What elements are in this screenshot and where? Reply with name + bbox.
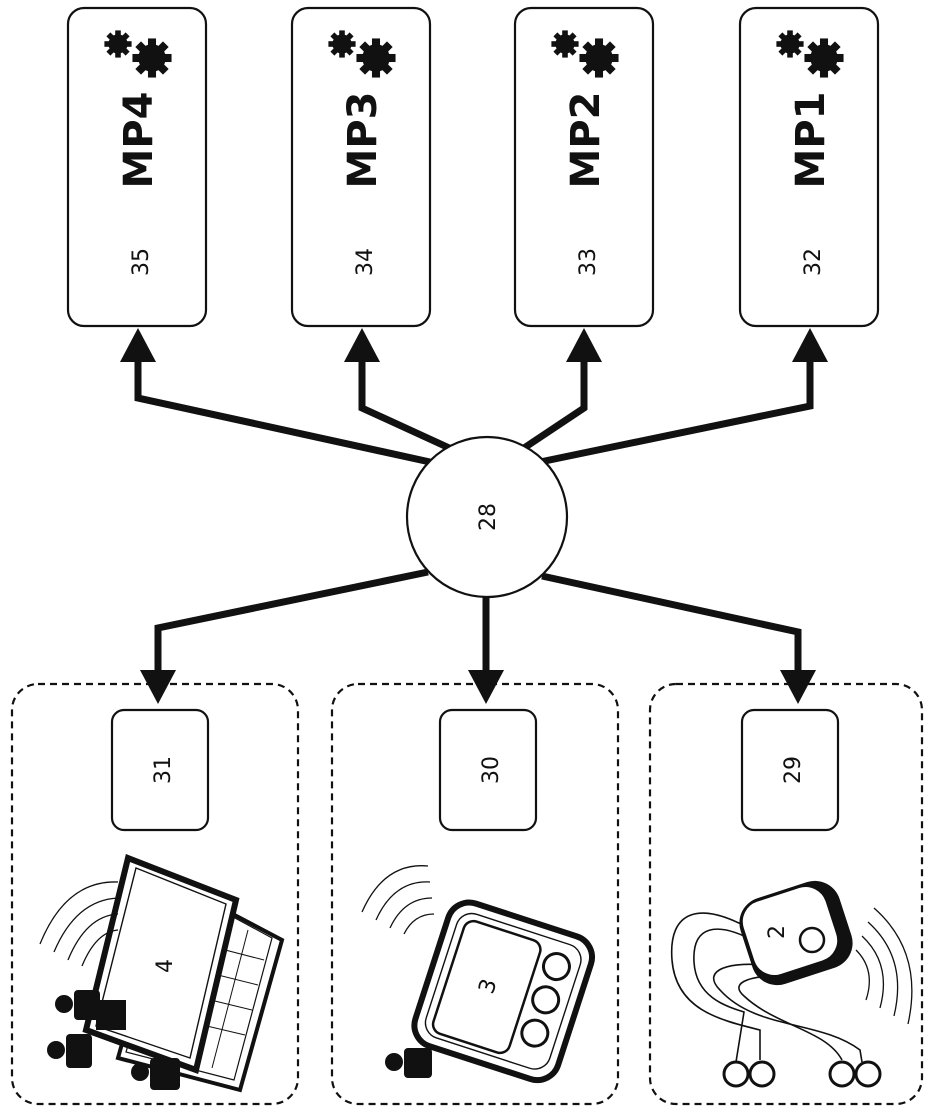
arrowhead [566,328,602,362]
hub-label: 28 [476,503,501,531]
arrow-to-mp4 [134,360,431,466]
device-label: 2 [765,925,790,939]
sensor-electrode-icon: 2 [670,880,882,1088]
arrow-to-31 [154,568,429,672]
handheld-device-icon: 3 [411,899,595,1084]
arrow-to-mp3 [358,360,460,456]
hub-to-group-arrows [140,568,816,704]
arrowhead [468,670,504,704]
arrowhead [140,670,176,704]
module-box-mp2: MP2 33 [513,6,655,328]
group-border [330,682,620,1106]
box-label: 29 [781,756,806,784]
group-border [10,682,300,1106]
arrowhead [792,328,828,362]
hub-node: 28 [405,435,569,599]
arrow-to-mp2 [516,360,588,455]
group-border [648,682,924,1106]
wireless-waves [39,881,119,967]
person-icon [385,1048,432,1078]
people-icon [47,990,180,1090]
module-box-mp4: MP4 35 [66,6,208,328]
module-ref: 33 [576,248,601,276]
module-ref: 34 [353,248,378,276]
arrow-to-mp1 [539,360,814,466]
module-ref: 35 [129,248,154,276]
group-31: 31 4 [10,682,300,1106]
module-ref: 32 [801,248,826,276]
module-name: MP2 [563,92,609,189]
laptop-icon: 4 [82,853,285,1093]
hub-to-module-arrows [120,328,828,466]
device-box [740,708,840,832]
module-name: MP3 [340,92,386,189]
device-box [110,708,210,832]
group-30: 30 3 [330,682,620,1106]
arrowhead [780,670,816,704]
arrowhead [120,328,156,362]
arrow-to-29 [541,572,802,672]
device-box [438,708,538,832]
module-name: MP1 [788,92,834,189]
device-label: 4 [153,959,178,973]
box-label: 31 [151,756,176,784]
arrowhead [344,328,380,362]
module-name: MP4 [116,92,162,189]
wireless-waves [855,907,913,1025]
module-box-mp3: MP3 34 [290,6,432,328]
module-box-mp1: MP1 32 [738,6,880,328]
group-29: 29 2 [648,682,924,1106]
box-label: 30 [479,756,504,784]
wireless-waves [361,865,435,935]
